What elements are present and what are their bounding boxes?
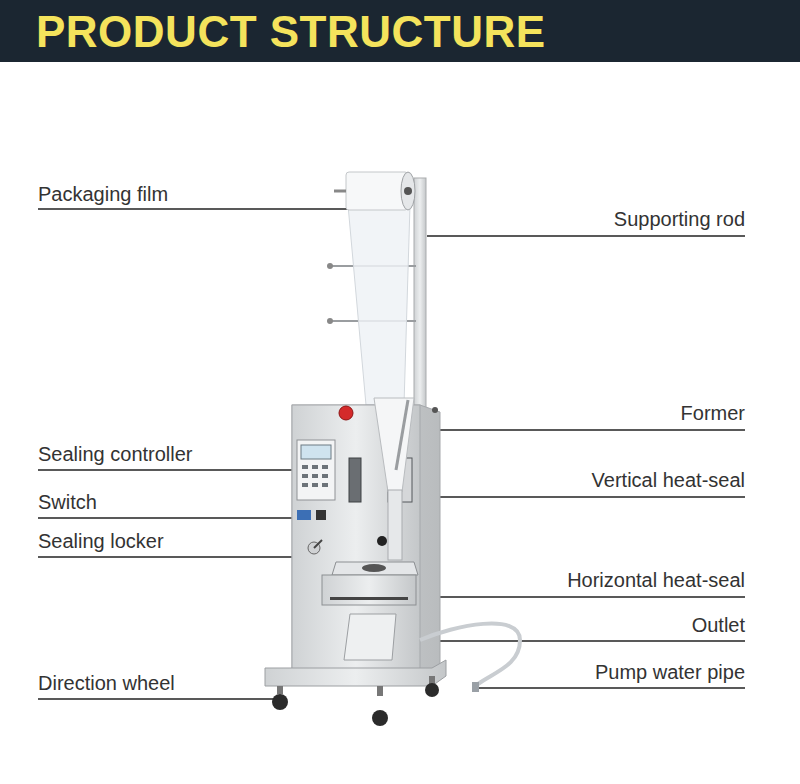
part-label: Outlet <box>692 613 745 637</box>
part-label: Former <box>681 401 745 425</box>
part-label: Horizontal heat-seal <box>567 568 745 592</box>
part-label: Pump water pipe <box>595 660 745 684</box>
part-label: Supporting rod <box>614 207 745 231</box>
part-label: Packaging film <box>38 182 168 206</box>
part-label: Vertical heat-seal <box>592 468 745 492</box>
part-label: Sealing controller <box>38 442 193 466</box>
part-label: Switch <box>38 490 97 514</box>
part-label: Direction wheel <box>38 671 175 695</box>
title-text: PRODUCT STRUCTURE <box>36 7 546 57</box>
part-label: Sealing locker <box>38 529 164 553</box>
